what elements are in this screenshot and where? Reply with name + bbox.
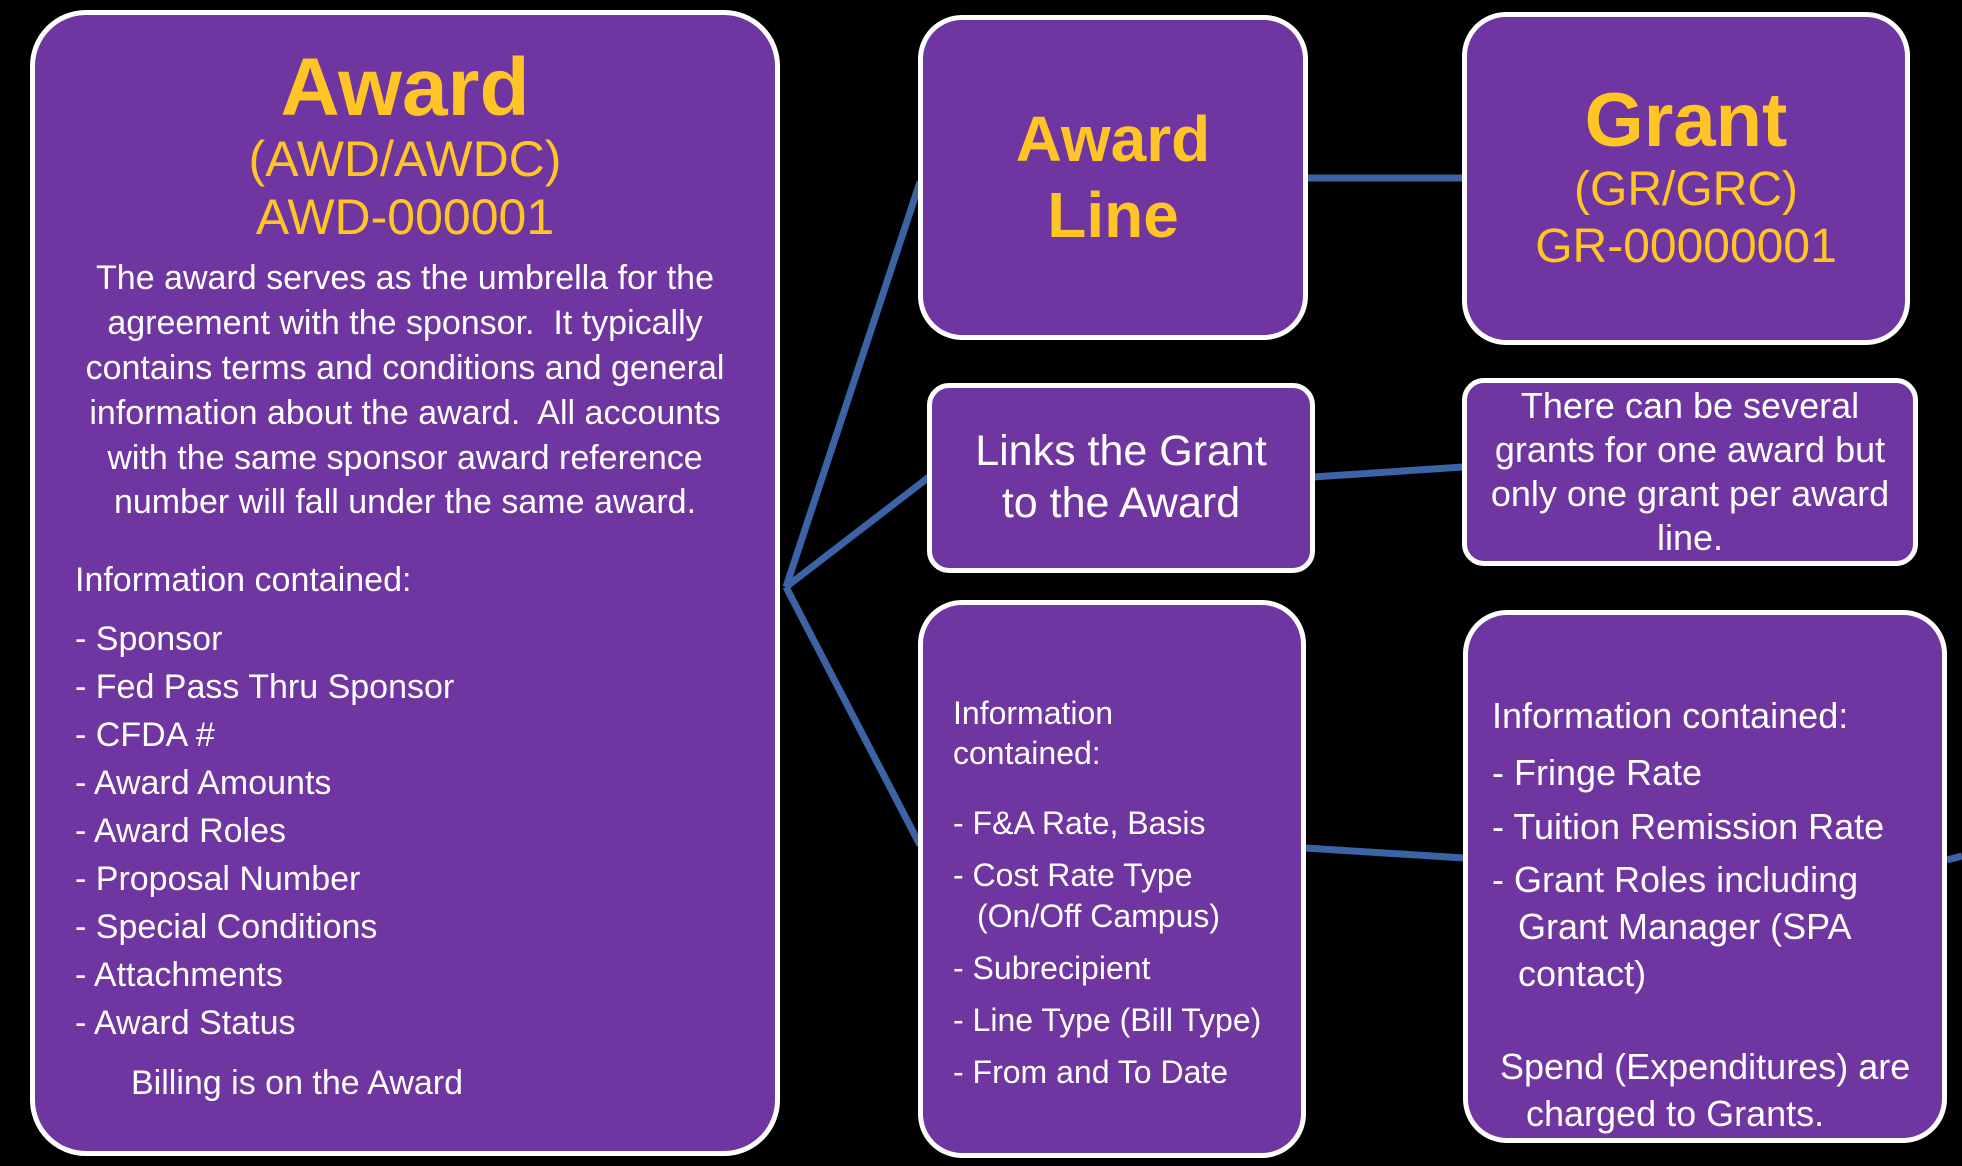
list-item: - Fringe Rate — [1492, 751, 1703, 793]
list-item: - Award Roles — [75, 812, 287, 851]
list-item: - Subrecipient — [953, 949, 1151, 986]
connector-award-to-awardline — [782, 180, 924, 589]
award-info-label: Information contained: — [75, 561, 412, 600]
list-item: - Attachments — [75, 955, 283, 994]
award-billing-note: Billing is on the Award — [131, 1063, 464, 1102]
award-code: AWD-000001 — [255, 188, 555, 245]
grant-title: Grant — [1584, 78, 1788, 163]
award-line-info-box: Information contained: - F&A Rate, Basis… — [918, 600, 1306, 1158]
list-item: - Special Conditions — [75, 907, 378, 946]
list-item: - F&A Rate, Basis — [953, 805, 1206, 841]
award-title: Award — [280, 42, 530, 133]
connector-lineinfo-to-grantinfo — [1304, 844, 1465, 862]
links-text: Links the Grant to the Award — [975, 427, 1267, 527]
award-info-list: - Sponsor - Fed Pass Thru Sponsor - CFDA… — [75, 616, 735, 1047]
grant-spend-note: Spend (Expenditures) are charged to Gran… — [1500, 1045, 1911, 1134]
list-item: - Proposal Number — [75, 860, 361, 899]
list-item: - Sponsor — [75, 620, 223, 659]
award-box: Award (AWD/AWDC) AWD-000001 The award se… — [30, 10, 780, 1156]
connector-award-to-links — [783, 474, 932, 590]
several-grants-text: There can be several grants for one awar… — [1490, 385, 1890, 558]
connector-award-to-lineinfo — [782, 585, 924, 847]
several-grants-box: There can be several grants for one awar… — [1462, 378, 1918, 566]
grant-box: Grant (GR/GRC) GR-00000001 — [1462, 12, 1910, 345]
grant-code: GR-00000001 — [1535, 220, 1837, 274]
grant-info-list: - Fringe Rate - Tuition Remission Rate -… — [1492, 750, 1924, 998]
grant-info-box: Information contained: - Fringe Rate - T… — [1463, 610, 1947, 1143]
list-item: - Line Type (Bill Type) — [953, 1001, 1262, 1038]
list-item: - Award Status — [75, 1003, 296, 1042]
award-description: The award serves as the umbrella for the… — [85, 259, 734, 522]
list-item: - Grant Roles including Grant Manager (S… — [1492, 859, 1859, 994]
list-item: - CFDA # — [75, 716, 215, 755]
list-item: - Award Amounts — [75, 764, 332, 803]
list-item: - Cost Rate Type (On/Off Campus) — [953, 856, 1221, 934]
list-item: - Tuition Remission Rate — [1492, 805, 1885, 847]
connector-grantinfo-stub — [1946, 852, 1962, 864]
list-item: - Fed Pass Thru Sponsor — [75, 668, 455, 707]
award-line-info-label: Information contained: — [953, 695, 1114, 771]
connector-links-to-several — [1312, 463, 1464, 481]
award-line-title: Award Line — [1015, 102, 1211, 251]
grant-subtitle: (GR/GRC) — [1574, 162, 1798, 216]
award-line-box: Award Line — [918, 15, 1308, 340]
award-line-info-list: - F&A Rate, Basis - Cost Rate Type (On/O… — [953, 803, 1287, 1093]
award-subtitle: (AWD/AWDC) — [248, 131, 562, 188]
grant-info-label: Information contained: — [1492, 695, 1849, 736]
list-item: - From and To Date — [953, 1053, 1229, 1090]
links-box: Links the Grant to the Award — [927, 383, 1315, 573]
